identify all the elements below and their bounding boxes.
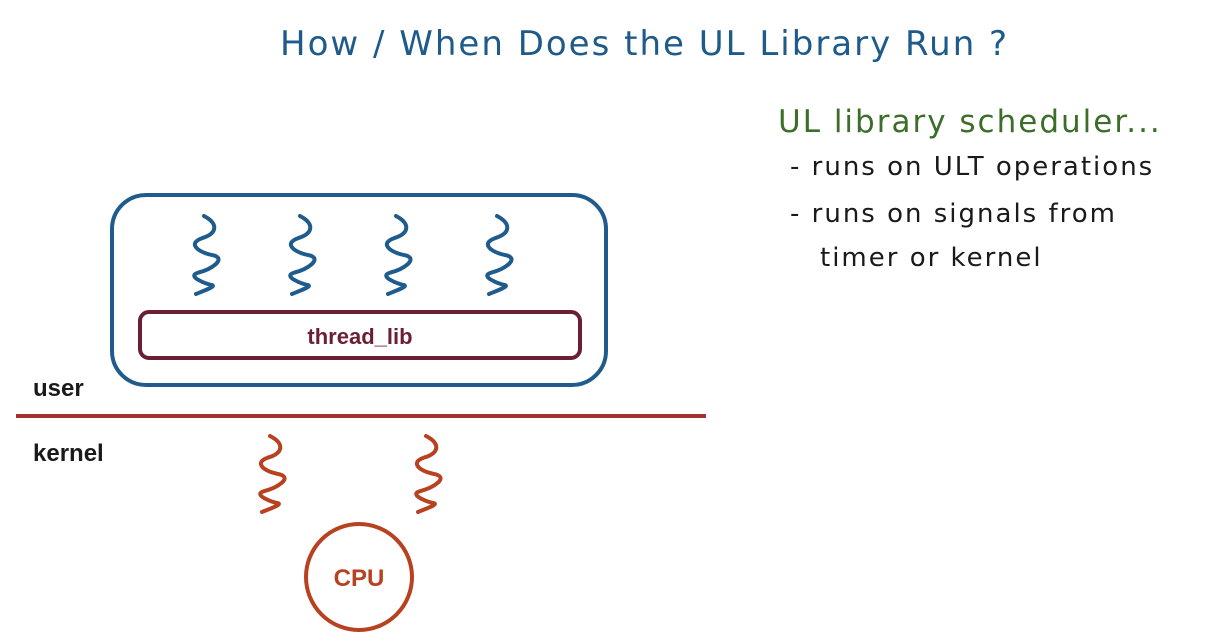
user-thread-3-squiggle-thread-icon (384, 214, 413, 296)
diagram-title: How / When Does the UL Library Run ? (280, 24, 1009, 64)
kernel-threads (258, 434, 443, 514)
notes-heading: UL library scheduler... (778, 104, 1162, 140)
kernel-label: kernel (33, 440, 104, 467)
user-label: user (33, 375, 84, 402)
user-thread-2-squiggle-thread-icon (288, 214, 317, 296)
user-thread-1-squiggle-thread-icon (192, 214, 221, 296)
user-thread-4-squiggle-thread-icon (485, 214, 514, 296)
notes-bullet-2: - runs on signals from (790, 199, 1117, 229)
notes-bullet-2-continuation: timer or kernel (820, 243, 1043, 273)
user-threads (192, 214, 514, 296)
cpu-label: CPU (334, 565, 385, 592)
thread-lib-label: thread_lib (307, 324, 412, 349)
notes-bullet-1: - runs on ULT operations (790, 152, 1154, 182)
cpu-circle (304, 522, 414, 632)
kernel-thread-1-squiggle-thread-icon (258, 434, 287, 514)
kernel-thread-2-squiggle-thread-icon (414, 434, 443, 514)
process-box (110, 193, 608, 387)
thread-lib-box (138, 310, 582, 360)
